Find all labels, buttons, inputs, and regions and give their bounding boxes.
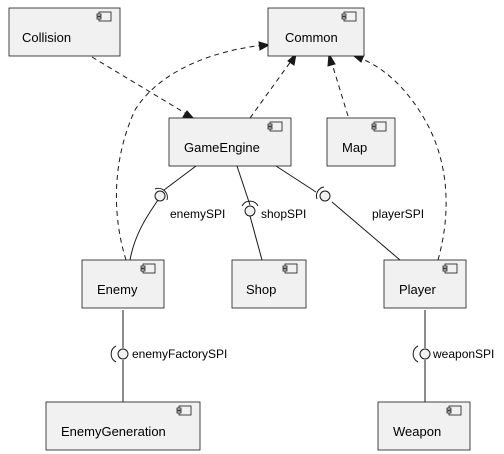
component-shop[interactable]: Shop (231, 259, 307, 309)
arrowhead (327, 52, 336, 67)
interface-lollipop (244, 205, 256, 217)
arrowhead (287, 52, 297, 66)
component-label: Weapon (393, 424, 441, 439)
interface-lollipop (154, 190, 166, 202)
component-label: Map (342, 140, 367, 155)
component-icon (176, 405, 192, 416)
interface-socket (241, 200, 259, 207)
interface-socket (154, 187, 168, 201)
component-label: EnemyGeneration (61, 424, 166, 439)
component-collision[interactable]: Collision (8, 7, 121, 57)
component-icon (341, 11, 357, 22)
interface-socket (315, 186, 325, 200)
component-icon (140, 263, 156, 274)
interface-shop-spi: shopSPI (236, 165, 306, 261)
component-label: Shop (246, 282, 276, 297)
interface-socket (110, 345, 117, 363)
interface-label-weaponspi: weaponSPI (432, 347, 494, 361)
interface-label-shopspi: shopSPI (261, 207, 306, 221)
interface-label-enemyspi: enemySPI (170, 207, 225, 221)
interface-label-playerspi: playerSPI (372, 207, 424, 221)
component-label: Player (399, 282, 437, 297)
component-player[interactable]: Player (383, 259, 467, 309)
component-icon (96, 11, 112, 22)
component-icon (442, 263, 458, 274)
component-label: Collision (22, 30, 71, 45)
component-common[interactable]: Common (267, 7, 365, 57)
dependency-player-to-common (352, 54, 447, 261)
dependency-collision-to-gameengine (91, 56, 196, 120)
dependency-enemy-to-common (115, 41, 271, 261)
component-label: GameEngine (184, 140, 260, 155)
interface-socket (412, 345, 419, 363)
component-map[interactable]: Map (326, 117, 396, 167)
component-icon (267, 121, 283, 132)
interface-lollipop (117, 348, 129, 360)
dependency-map-to-common (327, 52, 349, 117)
component-enemy[interactable]: Enemy (81, 259, 165, 309)
interface-weapon-spi: weaponSPI (412, 310, 494, 402)
arrowhead (258, 41, 271, 51)
component-icon (371, 121, 387, 132)
dependency-gameengine-to-common (249, 52, 297, 119)
component-icon (446, 405, 462, 416)
interface-enemy-spi: enemySPI (129, 165, 225, 261)
interface-lollipop (419, 348, 431, 360)
interface-label-enemyfactoryspi: enemyFactorySPI (132, 347, 227, 361)
interface-enemyfactory-spi: enemyFactorySPI (110, 310, 227, 402)
component-icon (282, 263, 298, 274)
component-enemygeneration[interactable]: EnemyGeneration (45, 401, 201, 451)
component-weapon[interactable]: Weapon (377, 401, 471, 451)
interface-lollipop (319, 190, 331, 202)
component-gameengine[interactable]: GameEngine (168, 117, 292, 167)
component-label: Enemy (97, 282, 138, 297)
interface-player-spi: playerSPI (275, 165, 424, 261)
component-label: Common (285, 30, 338, 45)
